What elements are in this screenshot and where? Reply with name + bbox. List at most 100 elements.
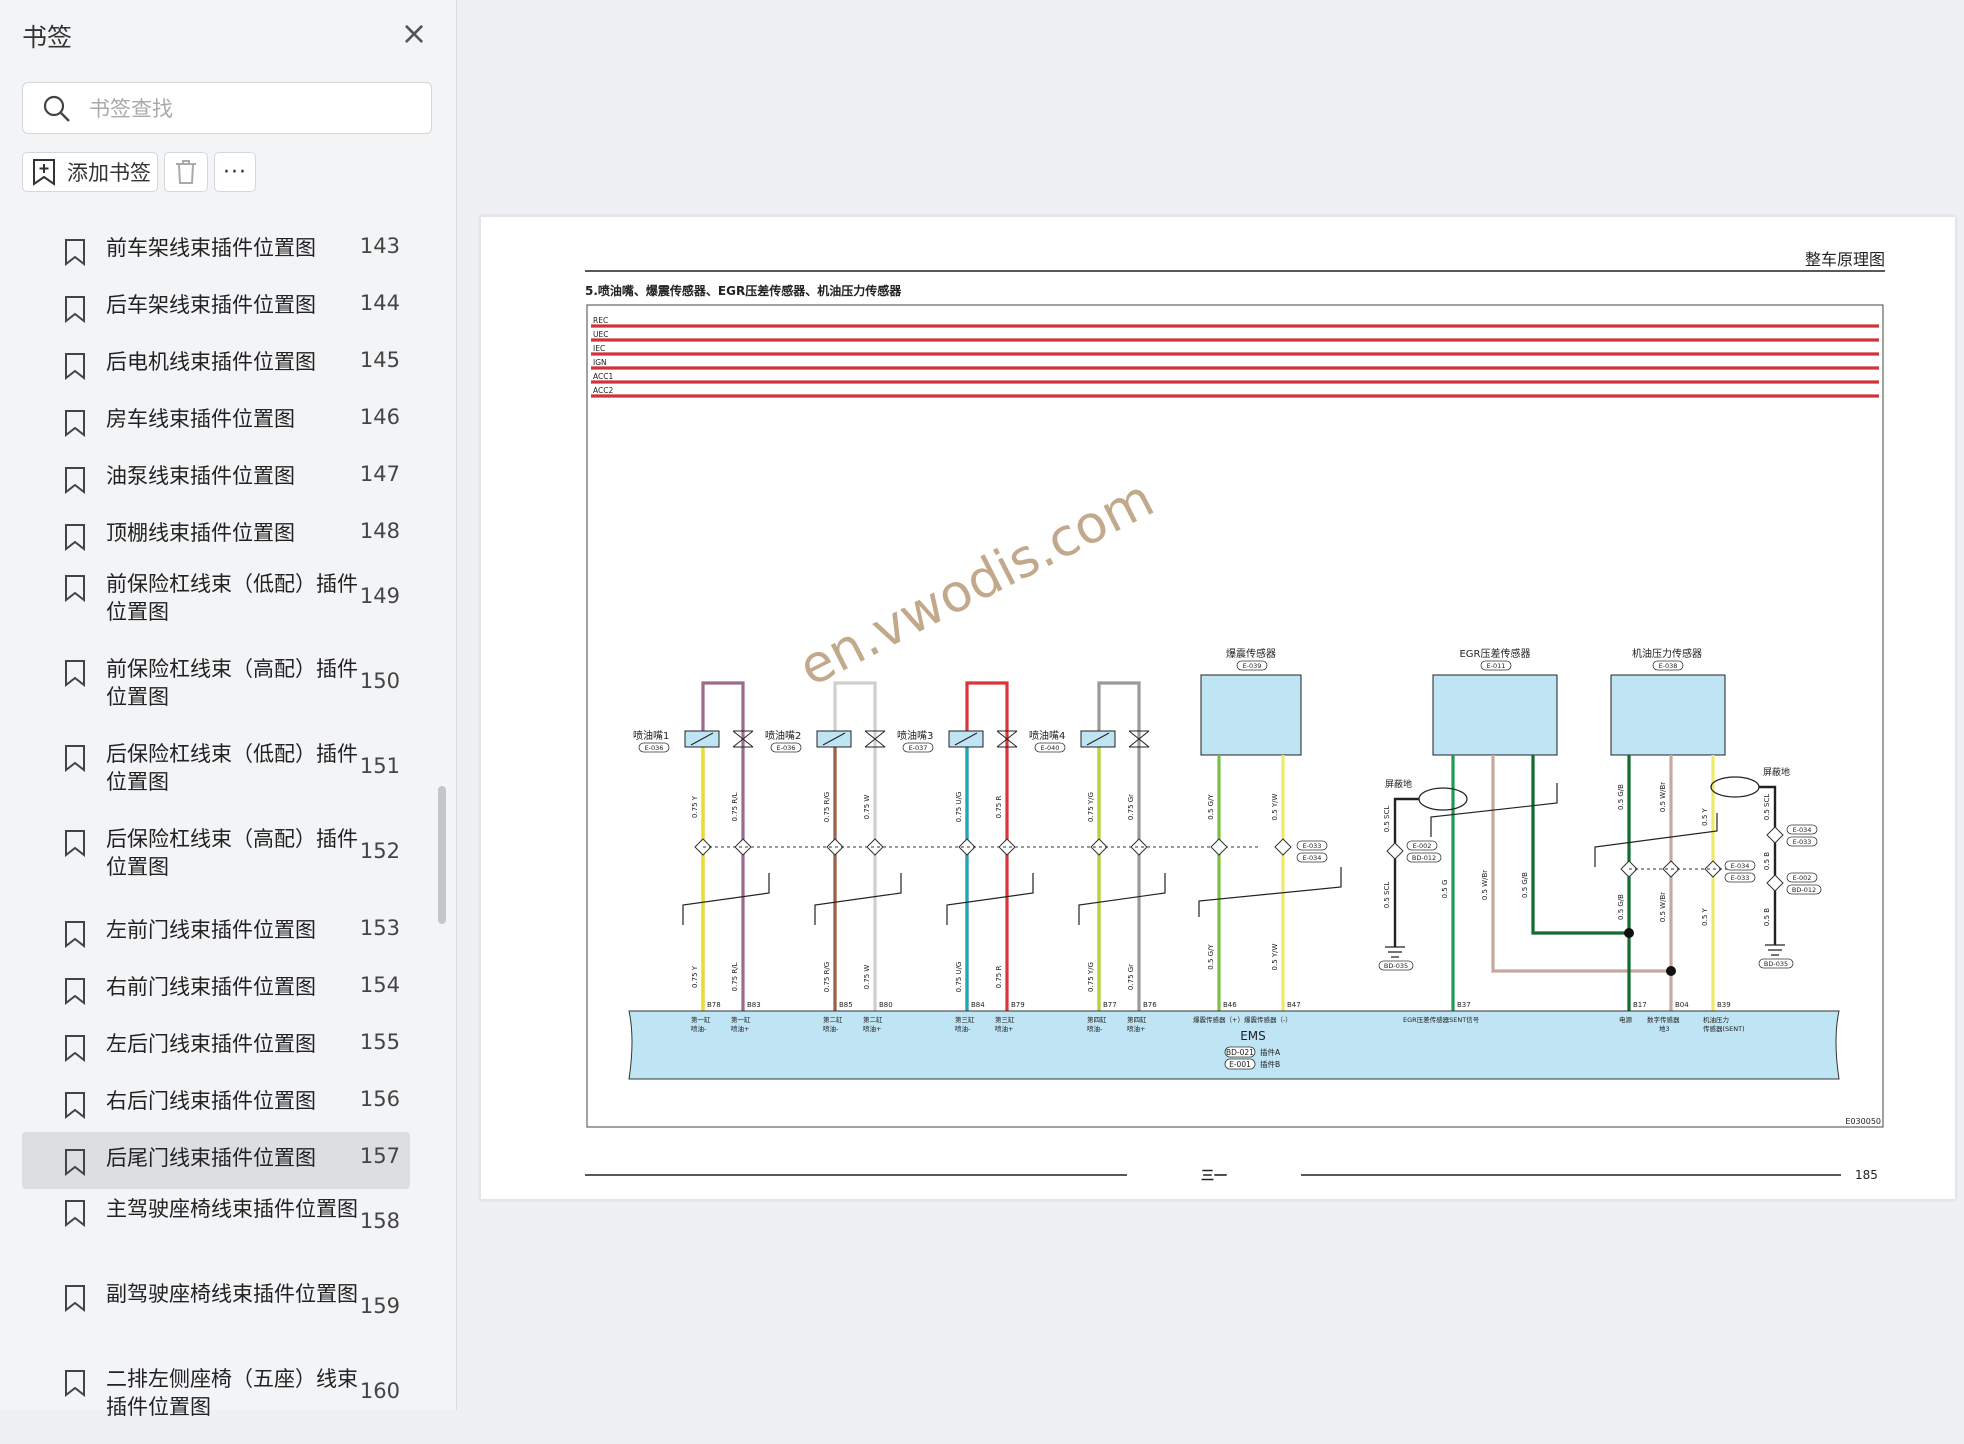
pin-label: 爆震传感器（+）爆震传感器（-） bbox=[1193, 1015, 1292, 1024]
ems-pin: B47 bbox=[1287, 1001, 1301, 1009]
add-bookmark-button[interactable]: 添加书签 bbox=[22, 152, 158, 192]
pin-label: 喷油- bbox=[955, 1024, 971, 1033]
bookmark-sidebar: 书签 × 添加书签 ··· 前车架线束插件位置图143后车架线束插件位置图144… bbox=[0, 0, 457, 1419]
bookmark-label: 后车架线束插件位置图 bbox=[106, 293, 316, 317]
wire-label: 0.5 SCL bbox=[1383, 806, 1391, 833]
bookmark-page: 150 bbox=[359, 669, 400, 693]
connector-tag bbox=[902, 742, 934, 753]
sidebar-title: 书签 bbox=[22, 23, 73, 52]
bookmark-label: 主驾驶座椅线束插件位置图 bbox=[106, 1197, 358, 1221]
wire-label: 0.5 SCL bbox=[1763, 794, 1771, 821]
bookmark-search[interactable] bbox=[22, 82, 432, 134]
pin-label: 喷油+ bbox=[863, 1024, 881, 1033]
bookmark-page: 155 bbox=[359, 1030, 400, 1054]
more-options-button[interactable]: ··· bbox=[214, 152, 256, 192]
bookmark-page: 159 bbox=[359, 1294, 400, 1318]
connector-code: BD-035 bbox=[1764, 960, 1788, 968]
wire-label: 0.5 W/Br bbox=[1481, 870, 1489, 900]
connector-tag bbox=[1378, 960, 1414, 971]
wire-label: 0.75 Y bbox=[691, 795, 699, 818]
close-icon[interactable]: × bbox=[400, 14, 428, 52]
injector-name: 喷油嘴2 bbox=[765, 729, 801, 742]
wire-label: 0.75 U/G bbox=[955, 962, 963, 993]
wire bbox=[954, 732, 978, 746]
bookmark-label: 副驾驶座椅线束插件位置图 bbox=[106, 1282, 358, 1306]
pin-label: 第四缸 bbox=[1127, 1015, 1147, 1024]
power-rail-label: REC bbox=[593, 316, 608, 325]
wire-label: 0.75 Y/G bbox=[1087, 962, 1095, 992]
injector-name: 喷油嘴1 bbox=[633, 729, 669, 742]
bookmark-label: 后尾门线束插件位置图 bbox=[106, 1146, 316, 1170]
pin-label: 喷油- bbox=[691, 1024, 707, 1033]
bookmark-label: 后保险杠线束（高配）插件位置图 bbox=[106, 827, 358, 879]
pin-label: 喷油- bbox=[823, 1024, 839, 1033]
wire-label: 0.75 W bbox=[863, 795, 871, 820]
wire bbox=[1531, 755, 1629, 935]
pin-label: EGR压差传感器SENT信号 bbox=[1403, 1015, 1480, 1024]
bookmark-label: 二排左侧座椅（五座）线束插件位置图 bbox=[106, 1367, 358, 1419]
wire-layer bbox=[682, 674, 1785, 1011]
pin-label: 第三缸 bbox=[955, 1015, 975, 1024]
connector-code: E-034 bbox=[1303, 854, 1322, 862]
ems-name: EMS bbox=[1240, 1029, 1266, 1043]
bookmark-icon bbox=[65, 1092, 85, 1119]
pin-label: 第一缸 bbox=[691, 1015, 711, 1024]
connector-tag bbox=[1296, 852, 1328, 863]
twist-marker bbox=[682, 873, 770, 925]
bookmark-page: 156 bbox=[359, 1087, 400, 1111]
bookmark-icon bbox=[65, 296, 85, 323]
sidebar-scrollbar[interactable] bbox=[438, 786, 446, 924]
wiring-diagram: 整车原理图 5.喷油嘴、爆震传感器、EGR压差传感器、机油压力传感器 RECUE… bbox=[585, 250, 1885, 1184]
wire-label: 0.75 R/G bbox=[823, 792, 831, 822]
bookmark-label: 后保险杠线束（低配）插件位置图 bbox=[106, 742, 358, 794]
connector-tag bbox=[1786, 824, 1818, 835]
bookmark-label: 前车架线束插件位置图 bbox=[106, 236, 316, 260]
wire bbox=[822, 732, 846, 746]
bookmark-icon bbox=[65, 524, 85, 551]
connector-pin bbox=[866, 838, 884, 856]
ems-pin: B76 bbox=[1143, 1001, 1157, 1009]
shield-symbol bbox=[1418, 787, 1468, 811]
wire-label: 0.5 G/B bbox=[1617, 784, 1625, 810]
wire-label: 0.5 G/Y bbox=[1207, 794, 1215, 820]
delete-bookmark-button[interactable] bbox=[164, 152, 208, 192]
ems-pin: B77 bbox=[1103, 1001, 1117, 1009]
search-input[interactable] bbox=[87, 91, 411, 127]
bookmark-label: 左前门线束插件位置图 bbox=[106, 918, 316, 942]
wire-label: 0.5 Y/W bbox=[1271, 793, 1279, 820]
bookmark-label: 油泵线束插件位置图 bbox=[106, 464, 295, 488]
bookmark-icon bbox=[65, 745, 85, 772]
connector-code: E-038 bbox=[1659, 662, 1678, 670]
connector-code: BD-035 bbox=[1384, 962, 1408, 970]
ground-symbol bbox=[1385, 946, 1405, 958]
wire-label: 0.75 Gr bbox=[1127, 794, 1135, 820]
pin-label: 第一缸 bbox=[731, 1015, 751, 1024]
power-rail-label: ACC1 bbox=[593, 372, 613, 381]
connector-tag bbox=[1652, 660, 1684, 671]
bookmark-page: 160 bbox=[359, 1379, 400, 1403]
ems-conn-a: BD-021 bbox=[1226, 1048, 1254, 1057]
bookmark-icon bbox=[65, 830, 85, 857]
connector-tag bbox=[1786, 884, 1822, 895]
connector-code: E-036 bbox=[645, 744, 664, 752]
